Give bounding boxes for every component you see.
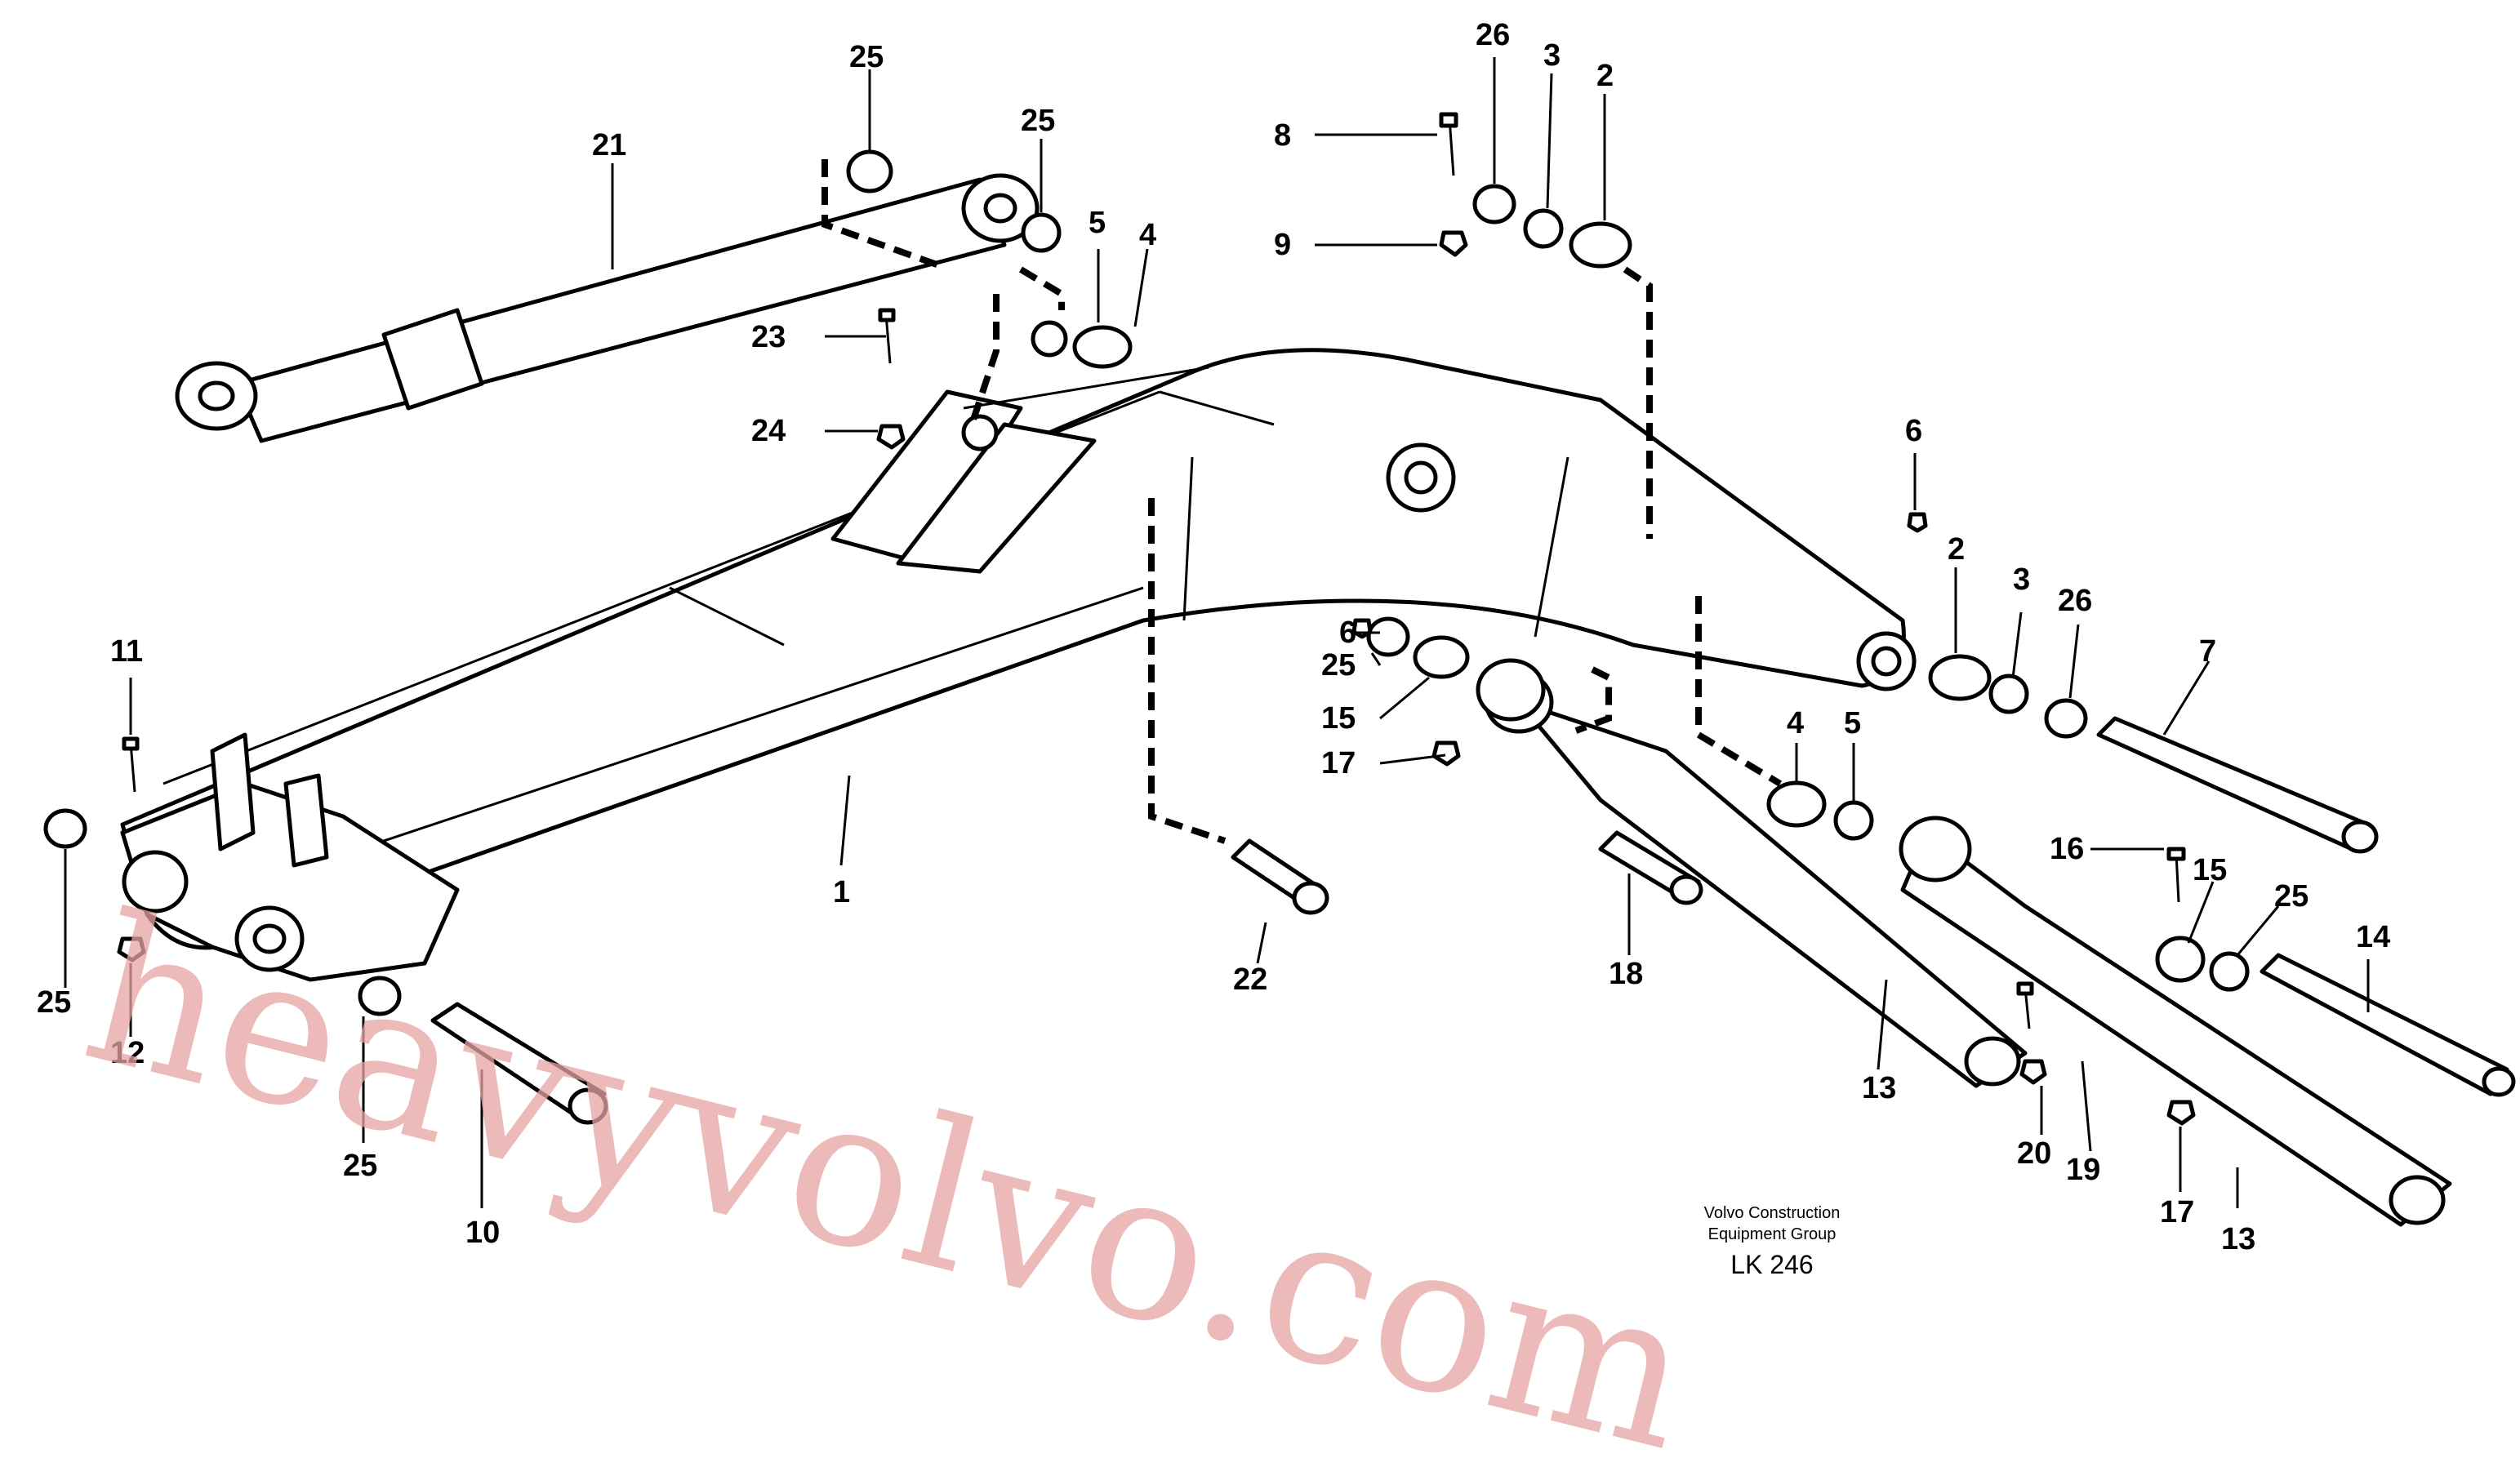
callout: 3 <box>2013 562 2030 597</box>
callout: 8 <box>1274 118 1291 153</box>
callout: 17 <box>2160 1195 2194 1229</box>
callout: 24 <box>751 414 786 448</box>
callout: 4 <box>1787 706 1804 740</box>
callout: 22 <box>1233 963 1267 997</box>
callout: 18 <box>1609 957 1643 991</box>
callout: 25 <box>849 40 884 74</box>
callout: 25 <box>343 1149 377 1183</box>
callout: 5 <box>1844 706 1861 740</box>
boom-foot <box>120 732 460 982</box>
callout: 4 <box>1139 218 1156 252</box>
callout: 15 <box>2193 853 2227 887</box>
callout: 13 <box>1862 1071 1896 1105</box>
bolts-nuts <box>117 112 2196 1126</box>
callout: 21 <box>592 128 626 162</box>
callout: 12 <box>110 1036 145 1070</box>
callout: 11 <box>110 634 143 669</box>
callout: 19 <box>2066 1153 2100 1187</box>
arm-cylinder-lower <box>1899 816 2452 1227</box>
callout: 6 <box>1905 414 1922 448</box>
callout: 5 <box>1089 206 1106 240</box>
callout: 13 <box>2221 1222 2255 1256</box>
callout: 2 <box>1596 59 1614 93</box>
callout: 20 <box>2017 1136 2051 1171</box>
callout: 25 <box>1321 648 1356 682</box>
callout: 25 <box>2274 879 2309 914</box>
callout: 14 <box>2356 920 2390 954</box>
callout: 2 <box>1948 532 1965 567</box>
bushings-washers <box>43 149 2250 1016</box>
callout: 6 <box>1339 616 1356 650</box>
callout: 26 <box>2058 584 2092 618</box>
callouts: 25 21 25 5 4 23 24 8 9 26 3 2 6 2 3 26 7… <box>37 18 2390 1256</box>
callout: 15 <box>1321 701 1356 736</box>
watermark: heavyvolvo.com <box>66 869 1713 1476</box>
leader-lines <box>64 57 2370 1208</box>
callout: 16 <box>2050 832 2084 866</box>
pins <box>430 716 2516 1125</box>
drawing-stamp: Volvo Construction Equipment Group LK 24… <box>1704 1204 1841 1279</box>
stamp-code: LK 246 <box>1730 1250 1813 1279</box>
cylinder-bracket <box>830 366 1209 574</box>
callout: 26 <box>1476 18 1510 52</box>
callout: 17 <box>1321 746 1356 780</box>
boom-cylinder <box>175 173 1040 443</box>
callout: 1 <box>833 875 850 909</box>
callout: 3 <box>1543 38 1561 73</box>
callout: 25 <box>37 985 71 1020</box>
callout: 25 <box>1021 104 1055 138</box>
callout: 23 <box>751 320 786 354</box>
callout: 10 <box>465 1216 500 1250</box>
assembly-lines <box>821 159 1783 844</box>
callout: 7 <box>2199 634 2216 669</box>
stamp-company: Volvo Construction <box>1704 1204 1841 1222</box>
callout: 9 <box>1274 228 1291 262</box>
stamp-group: Equipment Group <box>1708 1225 1837 1243</box>
